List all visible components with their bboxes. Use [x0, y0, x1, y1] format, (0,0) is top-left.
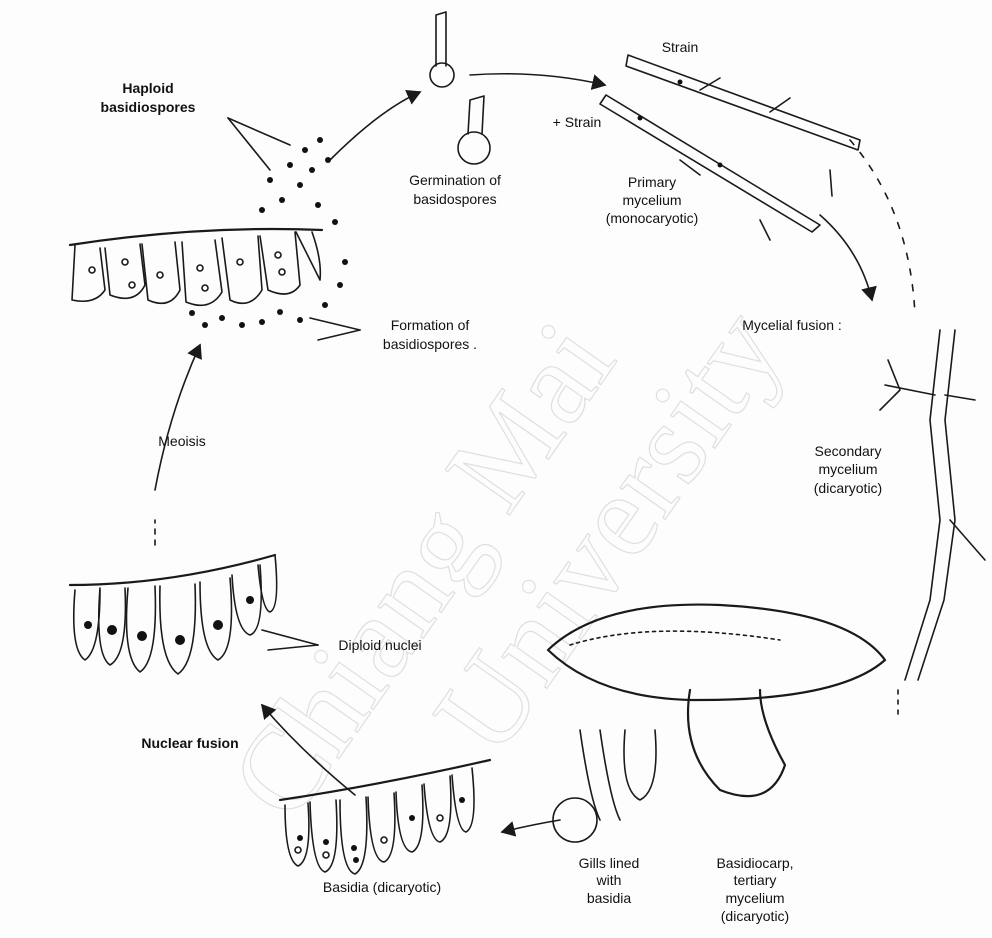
label-strain-plus: + Strain: [553, 114, 602, 130]
label-secondary-1: Secondary: [815, 443, 882, 459]
label-basidia: Basidia (dicaryotic): [323, 879, 441, 895]
label-basidiocarp-2: tertiary: [734, 872, 777, 888]
arrow-to-primary: [470, 74, 605, 85]
label-gills-3: basidia: [587, 890, 632, 906]
label-germination-1: Germination of: [409, 172, 501, 188]
label-nuclear-fusion: Nuclear fusion: [141, 735, 238, 751]
arrow-gills-to-basidia: [502, 820, 560, 832]
gill-surface-top: [70, 229, 322, 305]
label-gills-2: with: [596, 872, 622, 888]
label-germination-2: basidospores: [413, 191, 496, 207]
gill-loops: [553, 730, 656, 842]
label-haploid-1: Haploid: [122, 80, 173, 96]
label-primary-3: (monocaryotic): [606, 210, 699, 226]
label-meiosis: Meoisis: [158, 433, 205, 449]
label-formation-1: Formation of: [391, 317, 470, 333]
label-primary-2: mycelium: [622, 192, 681, 208]
label-diploid: Diploid nuclei: [338, 637, 421, 653]
arrow-meiosis: [155, 345, 200, 490]
label-basidiocarp-1: Basidiocarp,: [716, 855, 793, 871]
label-basidiocarp-3: mycelium: [725, 890, 784, 906]
label-haploid-2: basidiospores: [101, 99, 196, 115]
label-secondary-3: (dicaryotic): [814, 480, 882, 496]
label-formation-2: basidiospores .: [383, 336, 477, 352]
label-primary-1: Primary: [628, 174, 676, 190]
watermark: Chiang Mai University: [204, 285, 808, 841]
label-strain-top: Strain: [662, 39, 699, 55]
arrow-to-fusion: [820, 215, 872, 300]
spore-dots: [189, 137, 348, 328]
label-mycelial-fusion: Mycelial fusion :: [742, 317, 842, 333]
arrow-to-germination: [330, 92, 420, 160]
label-basidiocarp-4: (dicaryotic): [721, 908, 789, 924]
diploid-basidia: [70, 555, 277, 674]
label-secondary-2: mycelium: [818, 461, 877, 477]
secondary-mycelium: [880, 330, 985, 680]
arrow-dashed-fusion: [850, 140, 915, 315]
label-gills-1: Gills lined: [579, 855, 640, 871]
germinating-spores: [430, 12, 490, 164]
